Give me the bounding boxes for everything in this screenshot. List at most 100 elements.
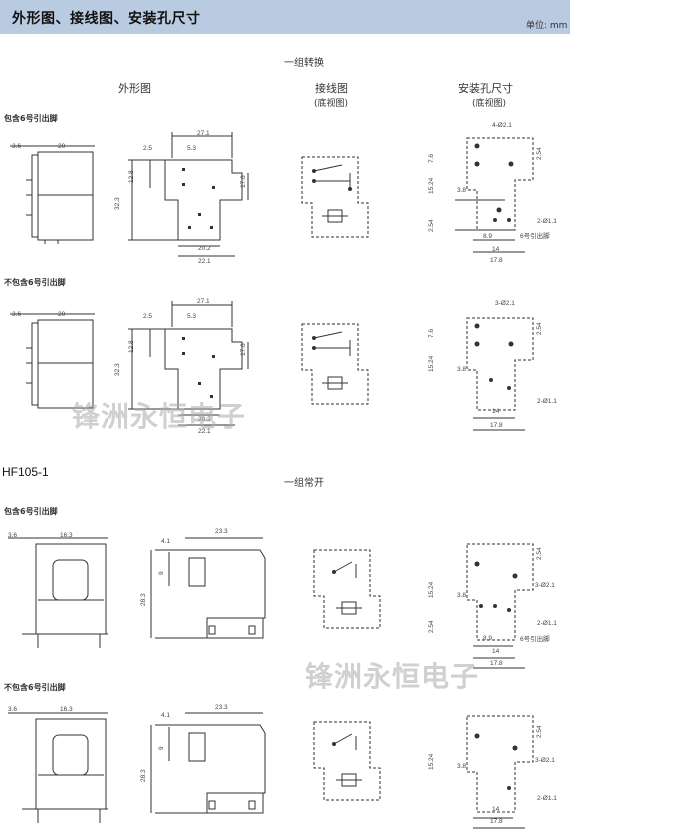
mount-pin6-label: 6号引出脚 (520, 636, 550, 643)
mount-v254b: 2.54 (428, 620, 435, 633)
dim-top-a: 4.1 (161, 538, 171, 545)
dim-h2: 28.3 (140, 593, 147, 606)
mount-v14: 14 (492, 806, 500, 813)
group-label-with-pin6: 包含6号引出脚 (4, 114, 58, 123)
dim-h2: 32.3 (114, 197, 121, 210)
wiring-diagram (300, 155, 370, 240)
dim-top-c: 2.5 (143, 145, 153, 152)
dim-bot1: 20.2 (198, 416, 211, 423)
dim-h2: 32.3 (114, 363, 121, 376)
dim-side-a: 3.6 (8, 532, 18, 539)
mount-v14: 14 (492, 648, 500, 655)
front-view-drawing (145, 705, 270, 820)
mount-hole-drawing (455, 540, 545, 670)
front-view-drawing (145, 530, 270, 650)
dim-top-b: 23.3 (215, 528, 228, 535)
section-type-no: 一组常开 (284, 478, 324, 489)
mount-hole-drawing (455, 712, 545, 832)
mount-v1524: 15.24 (428, 177, 435, 194)
group-label-without-pin6: 不包含6号引出脚 (4, 278, 66, 287)
mount-holes-label: 4-Ø2.1 (492, 122, 512, 129)
mount-v14: 14 (492, 408, 500, 415)
mount-v38: 3.8 (457, 187, 467, 194)
watermark: 锋洲永恒电子 (72, 400, 247, 433)
side-view-drawing (8, 530, 120, 650)
mount-hole-drawing (455, 310, 545, 435)
dim-top-b: 23.3 (215, 704, 228, 711)
dim-h3: 17.6 (240, 175, 247, 188)
section-type-changeover: 一组转换 (284, 58, 324, 69)
dim-bot2: 22.1 (198, 258, 211, 265)
mount-v254: 2.54 (536, 725, 543, 738)
col-wiring-sub: (底视图) (314, 99, 349, 109)
dim-h1: 12.8 (128, 340, 135, 353)
mount-hole-drawing (455, 130, 545, 260)
dim-side-a: 3.6 (12, 311, 22, 318)
dim-h1: 9 (158, 746, 165, 750)
dim-h1: 12.8 (128, 170, 135, 183)
mount-v38: 3.8 (457, 366, 467, 373)
header-bar: 外形图、接线图、安装孔尺寸 (0, 0, 570, 34)
dim-bot2: 22.1 (198, 428, 211, 435)
col-mounting-title: 安装孔尺寸 (458, 82, 513, 95)
dim-top-w: 27.1 (197, 130, 210, 137)
mount-v178: 17.8 (490, 660, 503, 667)
mount-holes-label: 3-Ø2.1 (535, 582, 555, 589)
group-label-without-pin6: 不包含6号引出脚 (4, 683, 66, 692)
mount-pin6-label: 6号引出脚 (520, 233, 550, 240)
front-view-drawing (120, 297, 255, 437)
mount-v254: 2.54 (536, 322, 543, 335)
dim-h1: 9 (158, 571, 165, 575)
mount-v254: 2.54 (536, 547, 543, 560)
mount-v76: 7.6 (428, 153, 435, 163)
mount-holes-label: 3-Ø2.1 (495, 300, 515, 307)
side-view-drawing (10, 140, 100, 245)
model-label: HF105-1 (2, 465, 49, 479)
mount-v1524: 15.24 (428, 753, 435, 770)
dim-h2: 28.3 (140, 769, 147, 782)
mount-v89: 8.9 (483, 233, 493, 240)
mount-v38: 3.8 (457, 592, 467, 599)
mount-v1524: 15.24 (428, 355, 435, 372)
mount-v254b: 2.54 (428, 219, 435, 232)
mount-v254: 2.54 (536, 147, 543, 160)
group-label-with-pin6: 包含6号引出脚 (4, 507, 58, 516)
dim-top-a: 4.1 (161, 712, 171, 719)
mount-v89: 8.9 (483, 635, 493, 642)
col-mounting-sub: (底视图) (472, 99, 507, 109)
dim-side-b: 20 (58, 311, 66, 318)
mount-pins-label: 2-Ø1.1 (537, 218, 557, 225)
side-view-drawing (10, 308, 100, 413)
dim-side-a: 3.6 (8, 706, 18, 713)
dim-top-w: 27.1 (197, 298, 210, 305)
mount-v178: 17.8 (490, 257, 503, 264)
dim-side-b: 16.3 (60, 706, 73, 713)
mount-v38: 3.8 (457, 763, 467, 770)
dim-side-b: 16.3 (60, 532, 73, 539)
wiring-diagram (300, 322, 370, 407)
mount-pins-label: 2-Ø1.1 (537, 398, 557, 405)
unit-label: 单位: mm (526, 21, 568, 31)
mount-v178: 17.8 (490, 422, 503, 429)
dim-h3: 17.6 (240, 343, 247, 356)
mount-pins-label: 2-Ø1.1 (537, 620, 557, 627)
dim-top-d: 5.3 (187, 145, 197, 152)
wiring-diagram (312, 720, 382, 802)
page-title: 外形图、接线图、安装孔尺寸 (12, 11, 201, 27)
mount-v1524: 15.24 (428, 581, 435, 598)
dim-top-c: 2.5 (143, 313, 153, 320)
mount-holes-label: 3-Ø2.1 (535, 757, 555, 764)
mount-v14: 14 (492, 246, 500, 253)
dim-bot1: 20.2 (198, 245, 211, 252)
front-view-drawing (120, 128, 255, 268)
dim-side-a: 3.6 (12, 143, 22, 150)
mount-v76: 7.6 (428, 328, 435, 338)
col-wiring-title: 接线图 (315, 82, 348, 95)
mount-pins-label: 2-Ø1.1 (537, 795, 557, 802)
side-view-drawing (8, 705, 120, 825)
dim-top-d: 5.3 (187, 313, 197, 320)
col-outline-title: 外形图 (118, 82, 151, 95)
wiring-diagram (312, 548, 382, 630)
mount-v178: 17.8 (490, 818, 503, 825)
watermark: 锋洲永恒电子 (305, 660, 480, 693)
